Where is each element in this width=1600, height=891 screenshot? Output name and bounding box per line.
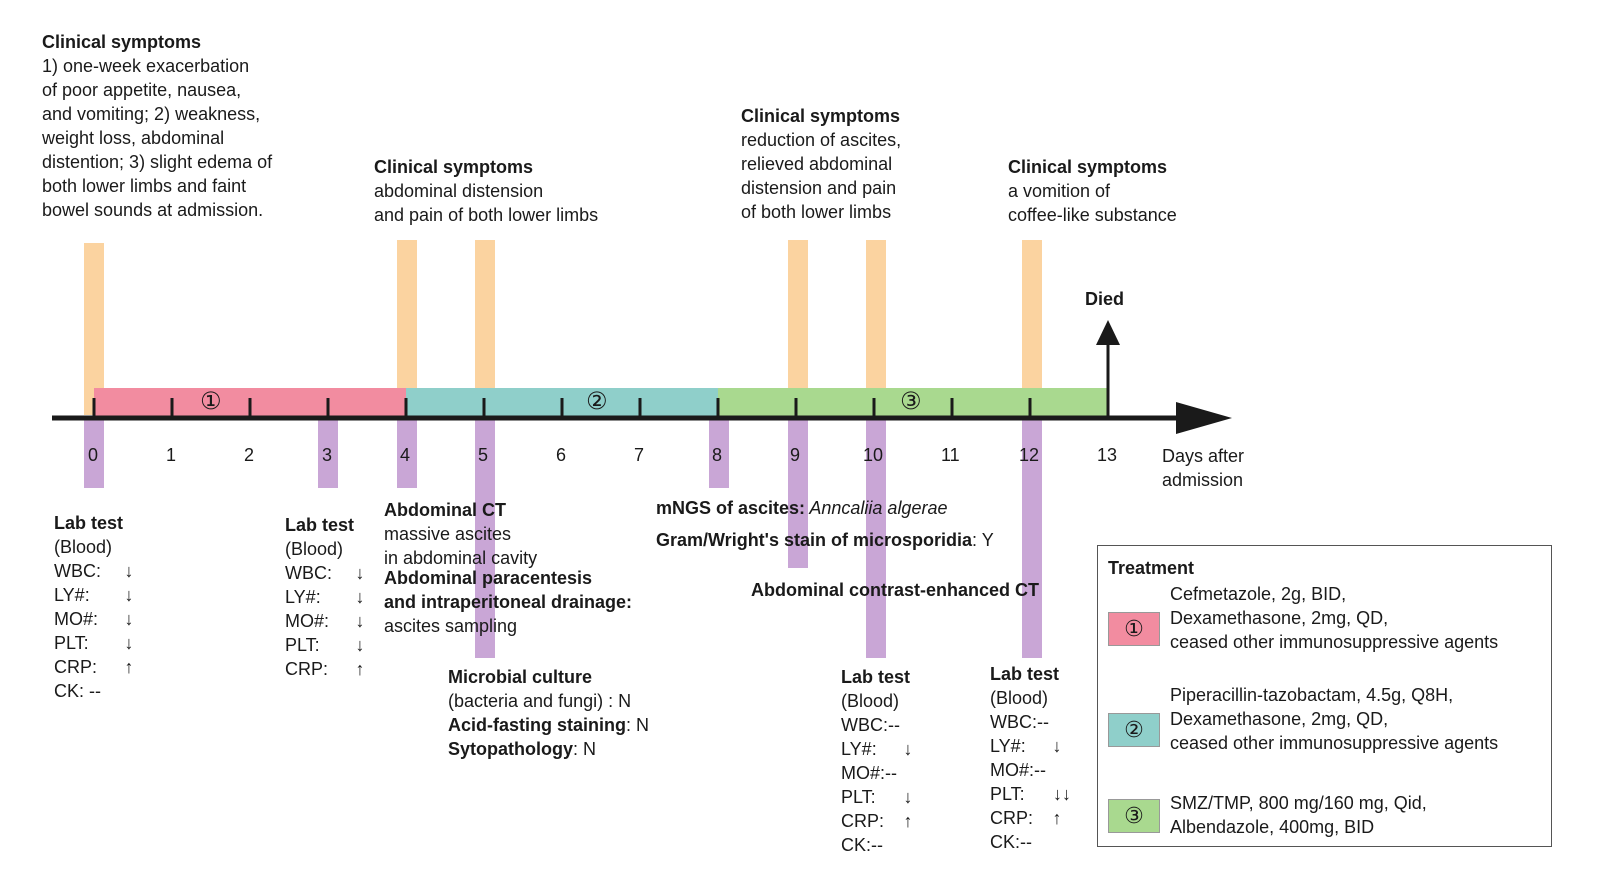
- purple-band-day5: [475, 420, 495, 658]
- treatment-badge-3: ③: [1108, 799, 1160, 833]
- phase-2-label: ②: [586, 388, 608, 415]
- up-arrow-icon: ↑: [124, 657, 134, 677]
- treatment-item-1: Cefmetazole, 2g, BID, Dexamethasone, 2mg…: [1170, 584, 1499, 652]
- microbial-culture-block: Microbial culture (bacteria and fungi) :…: [448, 667, 650, 759]
- down-arrow-icon: ↓: [1052, 736, 1062, 756]
- phase-1-label: ①: [200, 388, 222, 415]
- abdominal-ct-block: Abdominal CT massive ascites in abdomina…: [384, 500, 633, 636]
- orange-band-day10: [866, 240, 886, 415]
- orange-band-day9: [788, 240, 808, 415]
- purple-band-day0: [84, 420, 104, 488]
- up-arrow-icon: ↑: [903, 811, 913, 831]
- purple-band-day12: [1022, 420, 1042, 658]
- tick-label-5: 5: [478, 445, 489, 465]
- clinical-symptoms-day9: Clinical symptoms reduction of ascites, …: [741, 106, 902, 222]
- down-arrow-icon: ↓: [903, 739, 913, 759]
- clinical-symptoms-day12: Clinical symptoms a vomition of coffee-l…: [1008, 157, 1177, 225]
- tick-label-13: 13: [1097, 445, 1118, 465]
- died-label: Died: [1085, 289, 1125, 309]
- tick-label-2: 2: [244, 445, 255, 465]
- down-arrow-icon: ↓: [355, 563, 365, 583]
- orange-band-day0: [84, 243, 104, 415]
- lab-test-day3: Lab test (Blood) WBC:↓ LY#:↓ MO#:↓ PLT:↓…: [285, 513, 367, 681]
- down-arrow-icon: ↓: [124, 585, 134, 605]
- phase-3-bar: [718, 388, 1108, 418]
- down-arrow-icon: ↓: [124, 561, 134, 581]
- tick-label-3: 3: [322, 445, 333, 465]
- purple-band-day4: [397, 420, 417, 488]
- orange-band-day12: [1022, 240, 1042, 415]
- axis-label: Days after admission: [1162, 446, 1245, 490]
- treatment-title: Treatment: [1108, 558, 1195, 578]
- tick-label-11: 11: [941, 445, 960, 465]
- tick-label-4: 4: [400, 445, 411, 465]
- lab-test-day10: Lab test (Blood) WBC:-- LY#:↓ MO#:-- PLT…: [841, 665, 915, 857]
- down-arrow-icon: ↓: [355, 587, 365, 607]
- tick-label-9: 9: [790, 445, 801, 465]
- tick-label-10: 10: [863, 445, 884, 465]
- down-arrow-icon: ↓: [124, 609, 134, 629]
- tick-label-1: 1: [166, 445, 177, 465]
- orange-band-day4: [397, 240, 417, 415]
- lab-test-day12: Lab test (Blood) WBC:-- LY#:↓ MO#:-- PLT…: [990, 662, 1074, 854]
- lab-test-day0: Lab test (Blood) WBC:↓ LY#:↓ MO#:↓ PLT:↓…: [54, 511, 136, 703]
- purple-band-day8: [709, 420, 729, 488]
- tick-label-7: 7: [634, 445, 645, 465]
- tick-label-0: 0: [88, 445, 99, 465]
- gram-stain-line: Gram/Wright's stain of microsporidia: Y: [656, 530, 994, 550]
- tick-label-8: 8: [712, 445, 723, 465]
- clinical-symptoms-day4: Clinical symptoms abdominal distension a…: [374, 157, 599, 225]
- treatment-badge-1: ①: [1108, 612, 1160, 646]
- tick-label-12: 12: [1019, 445, 1040, 465]
- down-arrow-icon: ↓: [903, 787, 913, 807]
- treatment-legend: Treatment ① Cefmetazole, 2g, BID, Dexame…: [1097, 545, 1552, 847]
- down-arrow-icon: ↓: [355, 611, 365, 631]
- purple-band-day9: [788, 420, 808, 568]
- purple-band-day10: [866, 420, 886, 658]
- phase-3-label: ③: [900, 388, 922, 415]
- contrast-ct-label: Abdominal contrast-enhanced CT: [751, 580, 1040, 600]
- orange-band-day5: [475, 240, 495, 415]
- timeline-arrowhead: [1176, 402, 1232, 434]
- down-arrow-icon: ↓: [355, 635, 365, 655]
- treatment-item-2: Piperacillin-tazobactam, 4.5g, Q8H, Dexa…: [1170, 685, 1499, 753]
- treatment-badge-2: ②: [1108, 713, 1160, 747]
- tick-label-6: 6: [556, 445, 567, 465]
- purple-band-day3: [318, 420, 338, 488]
- died-arrow-head: [1096, 320, 1120, 345]
- mngs-line: mNGS of ascites: Anncaliia algerae: [656, 498, 948, 518]
- down-arrow-icon: ↓: [124, 633, 134, 653]
- up-arrow-icon: ↑: [355, 659, 365, 679]
- treatment-item-3: SMZ/TMP, 800 mg/160 mg, Qid, Albendazole…: [1170, 793, 1427, 837]
- double-down-arrow-icon: ↓↓: [1053, 784, 1071, 804]
- up-arrow-icon: ↑: [1052, 808, 1062, 828]
- clinical-symptoms-day0: Clinical symptoms 1) one-week exacerbati…: [42, 32, 273, 220]
